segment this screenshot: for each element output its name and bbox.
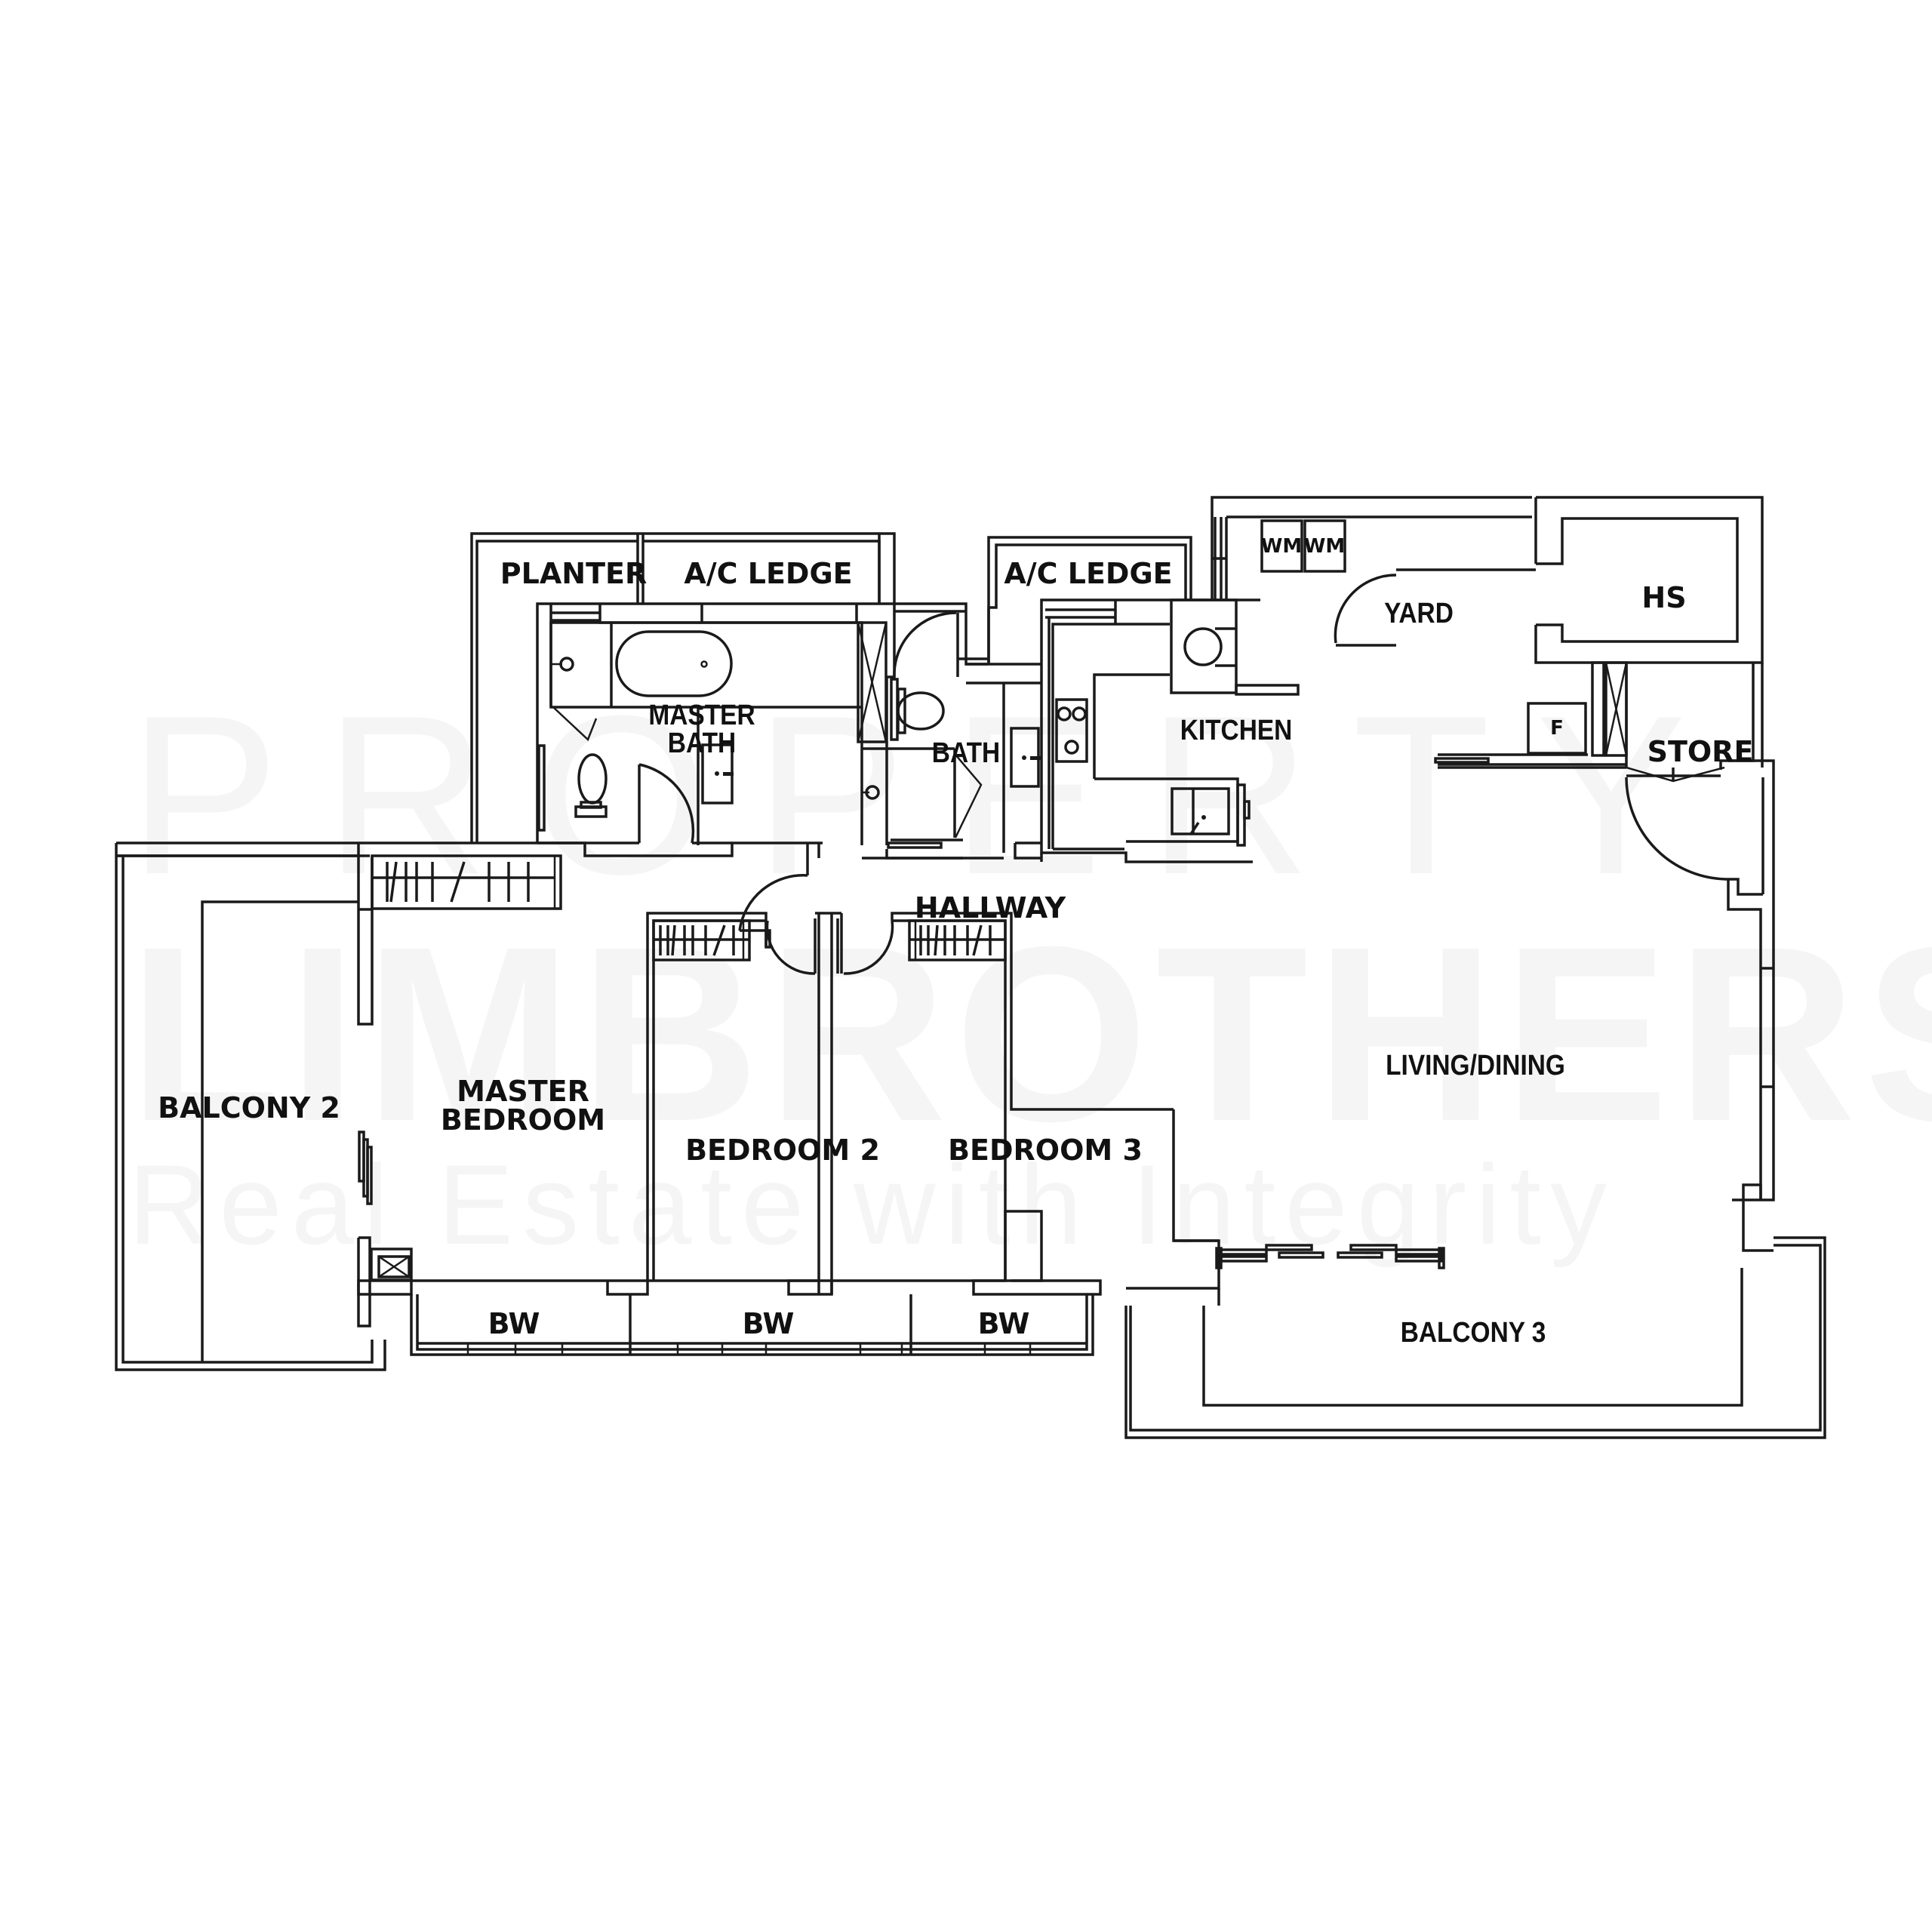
bedroom-2-wardrobe-hangers — [659, 924, 735, 956]
room-label-bedroom-2: BEDROOM 2 — [685, 1134, 880, 1167]
room-label-bedroom-3: BEDROOM 3 — [948, 1134, 1143, 1167]
hallway-walls — [116, 841, 1043, 947]
hs-walls — [1396, 496, 1764, 664]
room-label-hallway: HALLWAY — [914, 891, 1066, 924]
entrance-and-right-wall — [1625, 759, 1775, 1252]
washing-machine-1 — [1260, 519, 1303, 573]
room-label-master-bedroom-line2: BEDROOM — [440, 1103, 606, 1137]
store-walls — [1434, 661, 1764, 783]
fixture-label-wm-1: WM — [1260, 535, 1303, 558]
room-label-bath: BATH — [931, 737, 1001, 769]
fixture-label-wm-2: WM — [1303, 535, 1346, 558]
room-label-balcony-2: BALCONY 2 — [158, 1091, 340, 1124]
room-label-hs: HS — [1641, 581, 1687, 614]
bedroom-3-walls — [832, 912, 1174, 1296]
room-label-master-bath-line1: MASTER — [648, 700, 755, 731]
kitchen-walls — [1040, 598, 1300, 863]
master-bedroom-walls — [357, 843, 608, 1327]
room-label-kitchen: KITCHEN — [1180, 715, 1293, 746]
room-label-planter: PLANTER — [500, 557, 648, 590]
master-bath-walls — [536, 602, 894, 845]
room-label-bw-3: BW — [977, 1307, 1030, 1340]
yard-walls — [1211, 496, 1532, 647]
planter-outline — [470, 532, 896, 843]
fixture-label-fridge: F — [1550, 717, 1564, 740]
bedroom-2-walls — [606, 912, 841, 1296]
room-label-ac-ledge-2: A/C LEDGE — [1004, 557, 1173, 590]
room-label-store: STORE — [1647, 735, 1754, 768]
room-label-master-bedroom-line1: MASTER — [457, 1075, 589, 1108]
room-label-bw-1: BW — [488, 1307, 540, 1340]
room-label-bw-2: BW — [742, 1307, 795, 1340]
bay-windows — [410, 1294, 1094, 1356]
common-bath-walls — [862, 602, 989, 860]
balcony-2-walls — [115, 843, 386, 1371]
ac-ledge-2-outline — [966, 536, 1192, 853]
living-sliding-doors — [1126, 1109, 1445, 1290]
room-label-living-dining: LIVING/DINING — [1386, 1050, 1565, 1081]
balcony-3-walls — [1124, 1236, 1826, 1439]
room-label-ac-ledge-1: A/C LEDGE — [684, 557, 853, 590]
room-label-yard: YARD — [1384, 598, 1454, 629]
bedroom-3-wardrobe-hangers — [919, 924, 992, 956]
room-label-master-bath-line2: BATH — [667, 728, 737, 759]
room-label-balcony-3: BALCONY 3 — [1400, 1317, 1546, 1349]
master-wardrobe-hangers — [386, 861, 530, 903]
washing-machine-2 — [1303, 519, 1346, 573]
